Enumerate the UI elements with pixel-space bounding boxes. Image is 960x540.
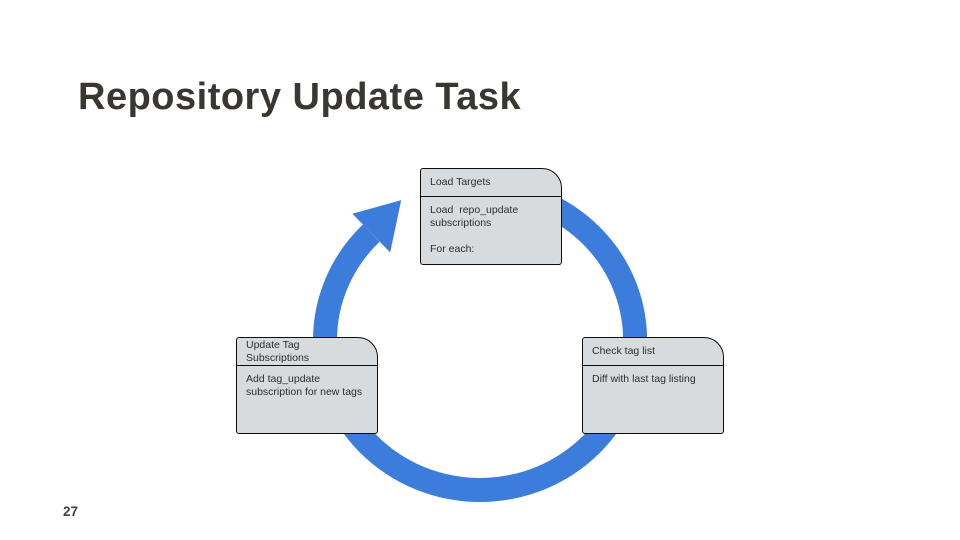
note-load-targets: Load Targets Load repo_update subscripti… bbox=[420, 168, 562, 265]
page-number: 27 bbox=[63, 504, 79, 519]
note-update-tag-subscriptions-header: Update Tag Subscriptions bbox=[237, 338, 377, 366]
note-check-tag-list-body: Diff with last tag listing bbox=[592, 373, 696, 385]
note-load-targets-body: Load repo_update subscriptions For each: bbox=[430, 204, 519, 255]
note-check-tag-list-header: Check tag list bbox=[583, 338, 723, 366]
note-update-tag-subscriptions: Update Tag Subscriptions Add tag_update … bbox=[236, 337, 378, 434]
note-check-tag-list: Check tag list Diff with last tag listin… bbox=[582, 337, 724, 434]
cycle-arrowhead bbox=[352, 200, 402, 253]
slide-title: Repository Update Task bbox=[78, 76, 522, 118]
note-load-targets-header: Load Targets bbox=[421, 169, 561, 197]
note-update-tag-subscriptions-body: Add tag_update subscription for new tags bbox=[246, 373, 363, 398]
